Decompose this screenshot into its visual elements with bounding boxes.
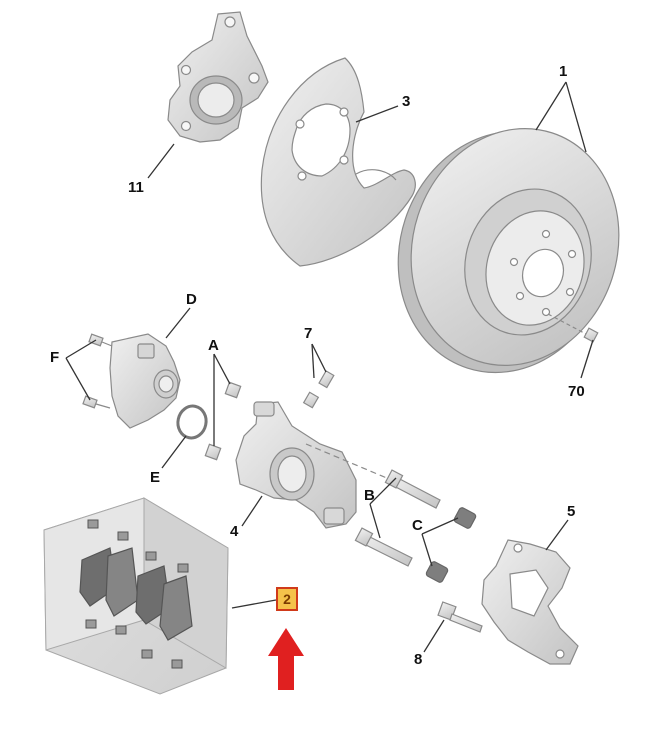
callout-11: 11 <box>128 179 144 196</box>
callout-4: 4 <box>230 523 239 540</box>
callout-E: E <box>150 469 161 486</box>
callout-B: B <box>364 487 375 504</box>
disc-screw-part <box>547 313 599 343</box>
dust-boots-part <box>425 507 477 583</box>
brake-pad-kit-part <box>43 497 229 695</box>
leader-lines <box>65 81 594 653</box>
callout-7: 7 <box>304 325 313 342</box>
caliper-housing-part <box>109 333 181 429</box>
callout-A: A <box>208 337 219 354</box>
caliper-bracket-part <box>481 539 579 665</box>
callout-F: F <box>50 349 60 366</box>
dust-shield-part <box>260 57 416 267</box>
hub-carrier-part <box>167 11 269 143</box>
callout-1: 1 <box>559 63 568 80</box>
callout-3: 3 <box>402 93 411 110</box>
bleed-screw-part <box>302 370 335 409</box>
seal-ring-part <box>176 404 208 440</box>
brake-disc-part <box>397 128 620 374</box>
caliper-bolts-part <box>82 333 113 409</box>
guide-pins-part <box>354 469 441 567</box>
callout-D: D <box>186 291 197 308</box>
callout-70: 70 <box>568 383 585 400</box>
guide-bolts-part <box>204 381 242 461</box>
callout-5: 5 <box>567 503 576 520</box>
bracket-bolt-part <box>437 601 483 633</box>
caliper-part <box>235 401 421 529</box>
callout-C: C <box>412 517 423 534</box>
callout-8: 8 <box>414 651 423 668</box>
red-up-arrow-icon <box>268 628 304 690</box>
callout-2-highlighted: 2 <box>276 587 298 611</box>
